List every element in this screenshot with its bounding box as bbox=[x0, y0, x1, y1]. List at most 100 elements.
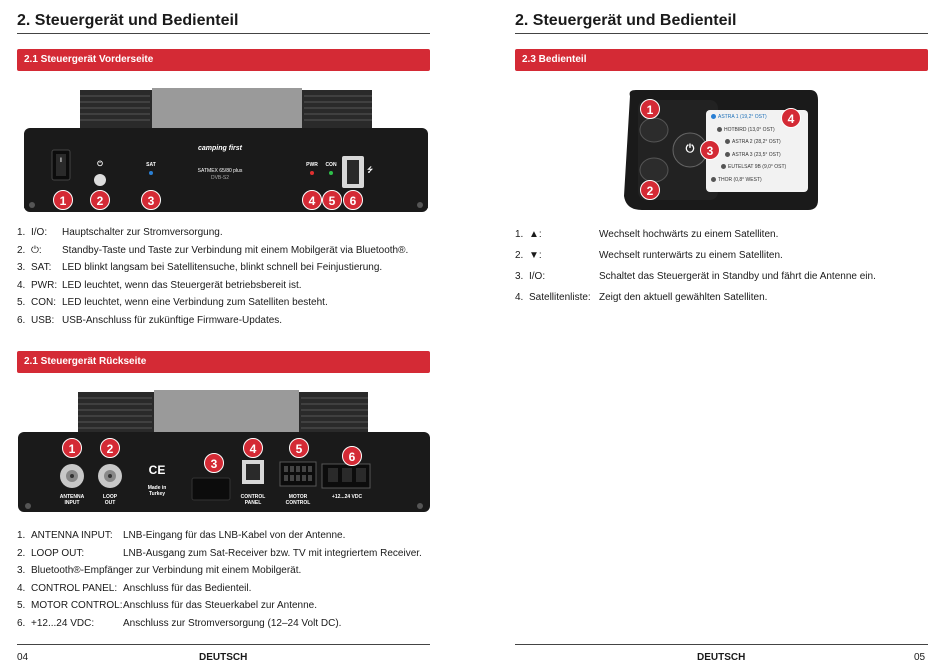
power-button-icon: ⏻ bbox=[685, 143, 695, 155]
satellite-list-item: ASTRA 2 (28,2° OST) bbox=[725, 139, 781, 145]
item-text: USB-Anschluss für zukünftige Firmware-Up… bbox=[62, 314, 283, 326]
satellite-list-item: THOR (0,8° WEST) bbox=[711, 176, 762, 183]
footer-language: DEUTSCH bbox=[199, 652, 248, 663]
panel-badge-1: 1 bbox=[640, 99, 660, 119]
list-item: 4.Satellitenliste:Zeigt den aktuell gewä… bbox=[515, 287, 876, 308]
panel-badge-4: 4 bbox=[781, 108, 801, 128]
right-page: 2. Steuergerät und Bedienteil 2.3 Bedien… bbox=[475, 0, 950, 666]
control-panel-image: ⏻ 1 2 3 4 ASTRA 1 (19,2° OST)HOTBIRD (13… bbox=[620, 88, 820, 212]
panel-items-list: 1.▲:Wechselt hochwärts zu einem Satellit… bbox=[515, 224, 876, 308]
item-text: Hauptschalter zur Stromversorgung. bbox=[62, 227, 223, 238]
list-item: 4. CONTROL PANEL: Anschluss für das Bedien… bbox=[17, 580, 422, 598]
list-item: 3.SAT:LED blinkt langsam bei Satellitens… bbox=[17, 259, 408, 277]
list-item: 6.USB:USB-Anschluss für zukünftige Firmw… bbox=[17, 312, 408, 330]
front-badge-1: 1 bbox=[53, 190, 73, 210]
item-text: LED blinkt langsam bei Satellitensuche, … bbox=[62, 262, 383, 274]
back-badge-2: 2 bbox=[100, 438, 120, 458]
list-item: 1. ANTENNA INPUT: LNB-Eingang für das LNB-… bbox=[17, 527, 422, 545]
item-key: ANTENNA INPUT: bbox=[31, 530, 113, 541]
footer-rule bbox=[17, 644, 430, 645]
item-number: 2. bbox=[515, 250, 524, 261]
back-device-image: ANTENNA INPUT LOOP OUT CE Made in Turkey… bbox=[14, 390, 432, 515]
item-text: LED leuchtet, wenn eine Verbindung zum S… bbox=[62, 297, 328, 309]
item-number: 4. bbox=[515, 292, 524, 303]
item-text: Schaltet das Steuergerät in Standby und … bbox=[599, 271, 876, 282]
item-text: Anschluss für das Bedienteil. bbox=[123, 582, 252, 594]
pwr-label: PWR bbox=[306, 162, 318, 168]
item-number: 2. bbox=[17, 244, 26, 256]
list-item: 4.PWR:LED leuchtet, wenn das Steuergerät… bbox=[17, 277, 408, 295]
panel-badge-2: 2 bbox=[640, 180, 660, 200]
front-badge-4: 4 bbox=[302, 190, 322, 210]
item-key: LOOP OUT: bbox=[31, 547, 85, 559]
power-icon: ⏻ bbox=[97, 161, 103, 168]
made-in-label: Made in Turkey bbox=[147, 485, 167, 497]
list-item: 3. I/O: Schaltet das Steuergerät in Standb… bbox=[515, 266, 876, 287]
back-device-drawing bbox=[18, 390, 430, 512]
back-items-list: 1. ANTENNA INPUT: LNB-Eingang für das LNB-… bbox=[17, 527, 422, 633]
item-number: 5. bbox=[17, 600, 26, 612]
item-text: Anschluss für das Steuerkabel zur Antenn… bbox=[123, 600, 318, 612]
page-number: 05 bbox=[914, 652, 926, 663]
item-text: Wechselt hochwärts zu einem Satelliten. bbox=[599, 229, 779, 240]
list-item: 2.LOOP OUT:LNB-Ausgang zum Sat-Receiver … bbox=[17, 545, 422, 563]
item-number: 1. bbox=[17, 530, 26, 541]
con-label: CON bbox=[325, 162, 337, 168]
back-badge-4: 4 bbox=[243, 438, 263, 458]
control-panel-label: CONTROL PANEL bbox=[240, 494, 266, 506]
title-rule bbox=[515, 33, 928, 34]
item-number: 3. bbox=[515, 271, 524, 282]
title-rule bbox=[17, 33, 430, 34]
item-key: I/O: bbox=[31, 227, 48, 238]
list-item: 2.⏻:Standby-Taste und Taste zur Verbindu… bbox=[17, 242, 408, 260]
motor-control-label: MOTOR CONTROL bbox=[285, 494, 311, 506]
item-key: I/O: bbox=[529, 271, 546, 282]
back-badge-3: 3 bbox=[204, 453, 224, 473]
back-badge-1: 1 bbox=[62, 438, 82, 458]
satellite-list-item: EUTELSAT 9B (9,0° OST) bbox=[721, 164, 786, 170]
footer-language: DEUTSCH bbox=[697, 652, 746, 663]
satellite-list-item: ASTRA 1 (19,2° OST) bbox=[711, 114, 767, 120]
usb-icon: ⭍ bbox=[367, 167, 373, 174]
front-device-drawing bbox=[24, 88, 428, 212]
item-number: 2. bbox=[17, 547, 26, 559]
back-badge-6: 6 bbox=[342, 446, 362, 466]
section-header-front: 2.1 Steuergerät Vorderseite bbox=[17, 49, 430, 71]
item-text: Zeigt den aktuell gewählten Satelliten. bbox=[599, 292, 768, 303]
satellite-led bbox=[711, 114, 716, 119]
page-title: 2. Steuergerät und Bedienteil bbox=[17, 12, 239, 29]
left-page: 2. Steuergerät und Bedienteil 2.1 Steuer… bbox=[14, 12, 432, 663]
item-number: 4. bbox=[17, 279, 26, 291]
item-number: 1. bbox=[17, 227, 26, 238]
item-number: 1. bbox=[515, 229, 524, 240]
page-number: 04 bbox=[17, 652, 29, 663]
list-item: 3.Bluetooth®-Empfänger zur Verbindung mi… bbox=[17, 562, 422, 580]
model-label: SATMEX 65/80 plus bbox=[197, 168, 243, 174]
front-device-image: I ⏻ SAT PWR CON camping first SATMEX 65/… bbox=[20, 88, 432, 213]
vdc-label: +12...24 VDC bbox=[331, 494, 363, 500]
satellite-led bbox=[725, 139, 730, 144]
sat-label: SAT bbox=[146, 162, 156, 168]
item-text: LNB-Eingang für das LNB-Kabel von der An… bbox=[123, 530, 346, 541]
item-number: 3. bbox=[17, 262, 26, 274]
satellite-list-item: HOTBIRD (13,0° OST) bbox=[717, 126, 775, 133]
back-badge-5: 5 bbox=[289, 438, 309, 458]
item-key: ▼: bbox=[529, 250, 542, 261]
item-text: LED leuchtet, wenn das Steuergerät betri… bbox=[62, 279, 302, 291]
list-item: 6.+12...24 VDC:Anschluss zur Stromversor… bbox=[17, 615, 422, 633]
item-key: +12...24 VDC: bbox=[31, 617, 95, 629]
list-item: 1. I/O: Hauptschalter zur Stromversorgung. bbox=[17, 224, 408, 242]
item-number: 4. bbox=[17, 582, 26, 594]
front-badge-3: 3 bbox=[141, 190, 161, 210]
item-number: 5. bbox=[17, 297, 26, 309]
ce-mark: CE bbox=[148, 463, 166, 477]
satellite-led bbox=[711, 176, 716, 182]
item-number: 6. bbox=[17, 617, 26, 629]
io-mark: I bbox=[60, 158, 62, 164]
item-key: CONTROL PANEL: bbox=[31, 582, 118, 594]
item-text: Wechselt runterwärts zu einem Satelliten… bbox=[599, 250, 783, 261]
model-sub: DVB-S2 bbox=[210, 175, 230, 181]
section-header-back: 2.1 Steuergerät Rückseite bbox=[17, 351, 430, 373]
footer-rule bbox=[515, 644, 928, 645]
item-text: Bluetooth®-Empfänger zur Verbindung mit … bbox=[31, 565, 302, 577]
